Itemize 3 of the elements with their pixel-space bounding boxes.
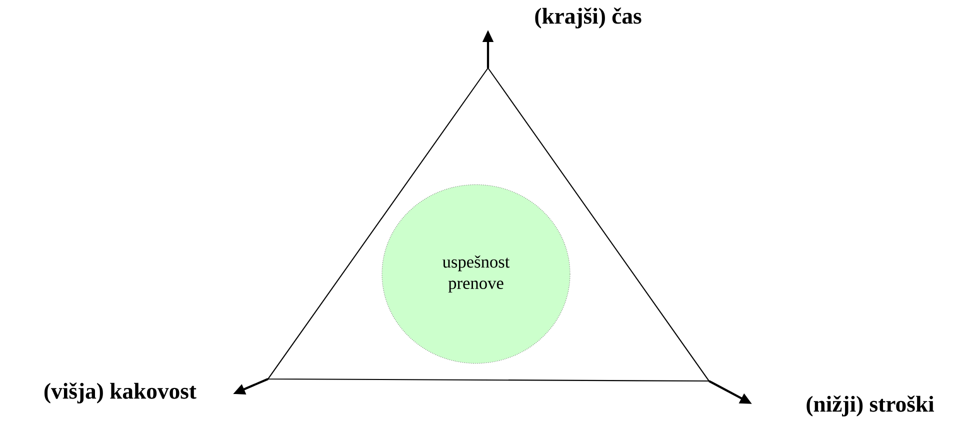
axis-label: (krajši) čas	[535, 8, 642, 28]
axis-label: (nižji) stroški	[806, 396, 934, 416]
axis-label: (višja) kakovost	[44, 382, 196, 404]
